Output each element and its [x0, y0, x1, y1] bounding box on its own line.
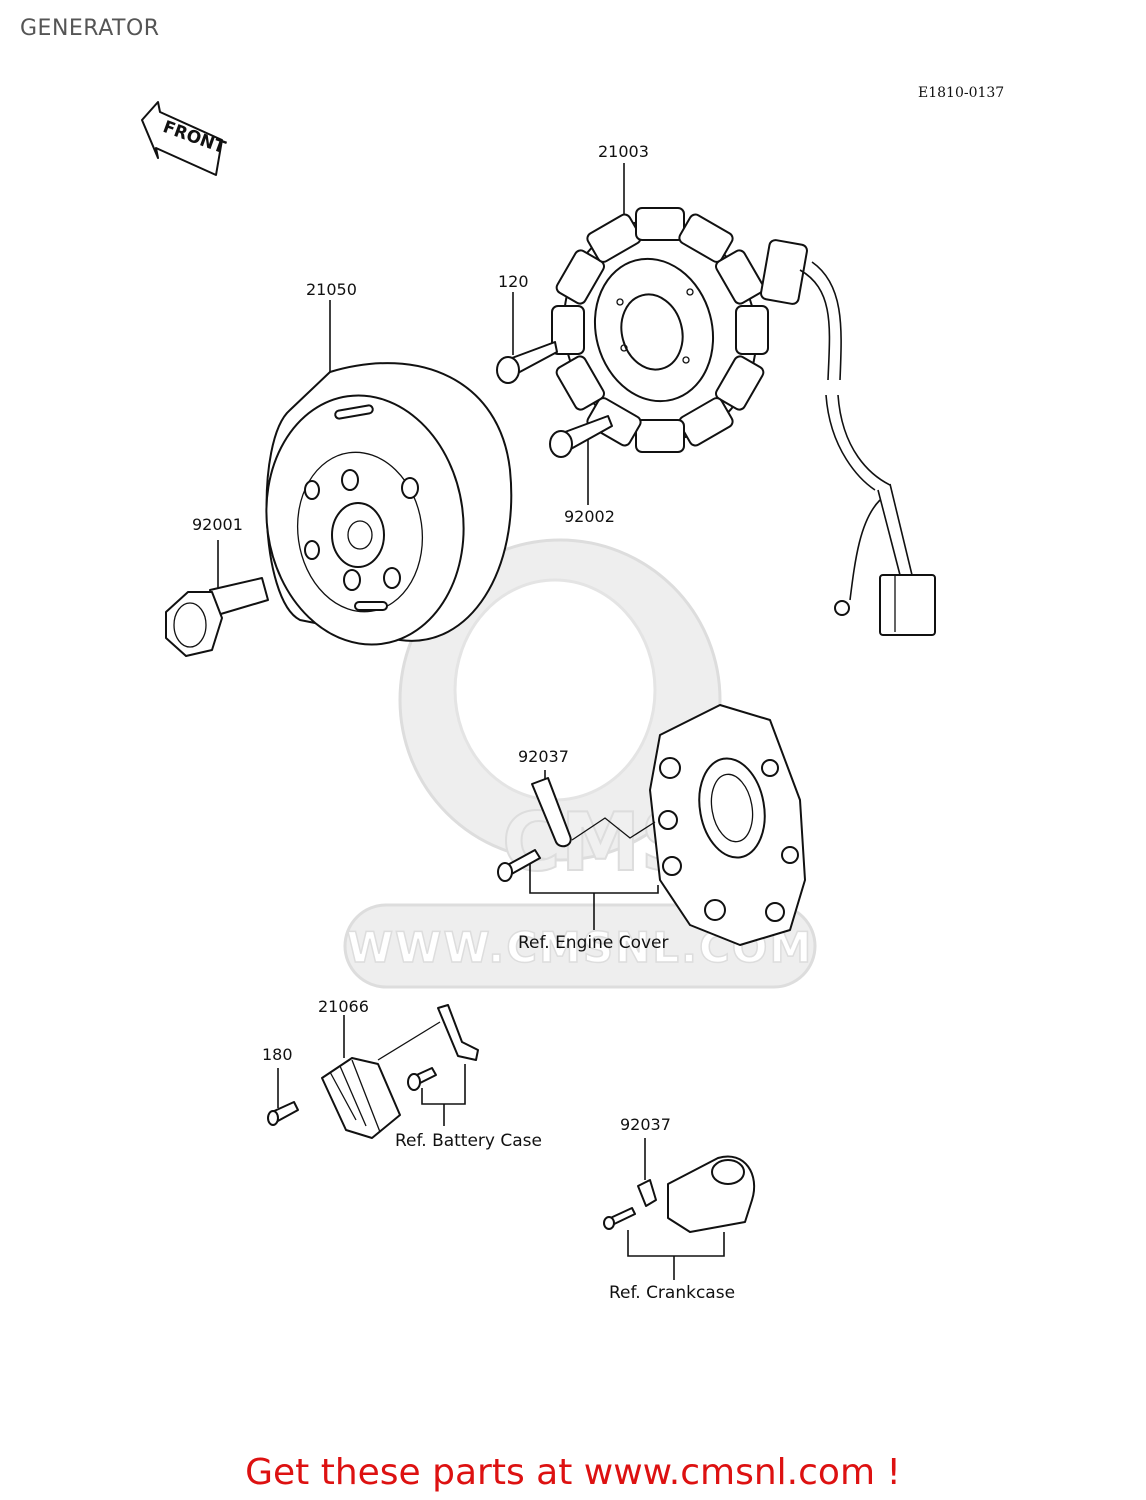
page-title: GENERATOR: [20, 16, 160, 41]
part-number-120: 120: [498, 272, 529, 291]
stator-pole: [678, 213, 734, 263]
ref-battery-case: Ref. Battery Case: [395, 1131, 542, 1151]
flywheel-21050: [265, 300, 513, 646]
part-number-21066: 21066: [318, 997, 369, 1016]
stator-21003: [551, 163, 936, 636]
part-number-92001: 92001: [192, 515, 243, 534]
diagram-code: E1810-0137: [918, 85, 1004, 101]
stator-pole: [735, 305, 769, 355]
part-number-180: 180: [262, 1045, 293, 1064]
promo-link[interactable]: Get these parts at www.cmsnl.com !: [245, 1452, 901, 1493]
regulator-21066: [321, 1004, 479, 1139]
front-arrow-icon: FRONT: [141, 101, 228, 176]
stator-pole: [635, 419, 685, 453]
watermark-url: WWW.CMSNL.COM: [347, 923, 814, 972]
bolt-92002: [549, 415, 613, 505]
crankcase-part: [603, 1138, 756, 1280]
ref-engine-cover: Ref. Engine Cover: [518, 933, 669, 953]
stator-pole: [586, 397, 642, 447]
part-number-92037: 92037: [518, 747, 569, 766]
engine-cover: [649, 704, 806, 946]
stator-pole: [635, 207, 685, 241]
part-number-21003: 21003: [598, 142, 649, 161]
bolt-120: [496, 292, 558, 384]
stator-pole: [715, 355, 765, 411]
part-number-92037-lower: 92037: [620, 1115, 671, 1134]
bolt-92001: [165, 540, 269, 657]
stator-pole: [715, 249, 765, 305]
bolt-180: [267, 1068, 299, 1126]
part-number-92002: 92002: [564, 507, 615, 526]
stator-pole: [586, 213, 642, 263]
part-number-21050: 21050: [306, 280, 357, 299]
stator-pole: [551, 305, 585, 355]
stator-pole: [555, 249, 605, 305]
watermark: WWW.CMSNL.COM CMS: [343, 538, 817, 989]
stator-pole: [555, 355, 605, 411]
ref-crankcase: Ref. Crankcase: [609, 1283, 735, 1303]
clamp-92037: [497, 770, 659, 930]
stator-pole: [678, 397, 734, 447]
